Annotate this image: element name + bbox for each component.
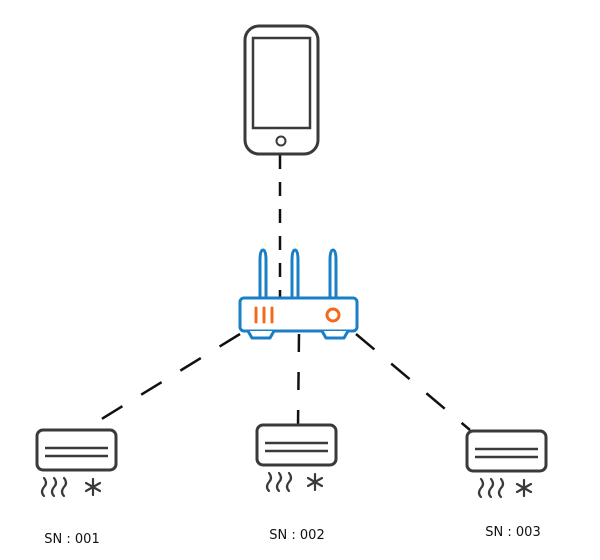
air-conditioner-icon bbox=[465, 429, 548, 499]
airflow-icon bbox=[40, 476, 68, 498]
airflow-icon bbox=[477, 477, 505, 499]
signal-bars-icon bbox=[254, 306, 274, 324]
ac-unit-2-serial-label: SN : 002 bbox=[269, 528, 324, 543]
snowflake-icon bbox=[306, 472, 324, 492]
wifi-router-icon bbox=[238, 248, 359, 340]
air-conditioner-icon bbox=[255, 423, 338, 493]
smartphone-icon bbox=[243, 24, 320, 156]
connector-router-ac-3 bbox=[355, 333, 471, 431]
ac-unit-3-serial-label: SN : 003 bbox=[485, 525, 540, 540]
power-indicator-icon bbox=[325, 307, 341, 323]
connector-router-ac-1 bbox=[81, 332, 241, 433]
airflow-icon bbox=[265, 471, 293, 493]
snowflake-icon bbox=[84, 477, 102, 497]
connectors bbox=[81, 155, 471, 433]
air-conditioner-icon bbox=[35, 428, 118, 498]
connector-router-ac-2 bbox=[296, 333, 301, 426]
snowflake-icon bbox=[515, 478, 533, 498]
ac-unit-1-serial-label: SN : 001 bbox=[44, 532, 99, 547]
